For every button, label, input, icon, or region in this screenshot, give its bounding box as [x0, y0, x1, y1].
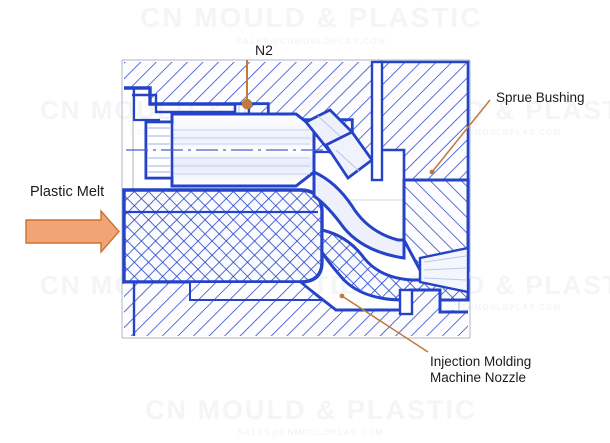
- annotation-leaders: [241, 60, 491, 353]
- lower-step: [398, 288, 414, 316]
- nozzle-tip-wall: [312, 169, 406, 260]
- parting-gap: [370, 60, 384, 182]
- sprue-taper: [418, 246, 470, 294]
- angled-connector: [303, 108, 374, 181]
- leader-nozzle: [341, 295, 429, 353]
- plastic-melt-arrow: [25, 209, 120, 254]
- label-n2: N2: [255, 42, 273, 58]
- label-plastic-melt: Plastic Melt: [30, 184, 105, 200]
- leader-sprue: [431, 99, 491, 173]
- right-mold-block: [378, 60, 470, 182]
- nozzle-shaft: [126, 112, 466, 188]
- label-machine-nozzle: Injection Molding Machine Nozzle: [430, 354, 532, 385]
- label-sprue-bushing: Sprue Bushing: [496, 90, 585, 105]
